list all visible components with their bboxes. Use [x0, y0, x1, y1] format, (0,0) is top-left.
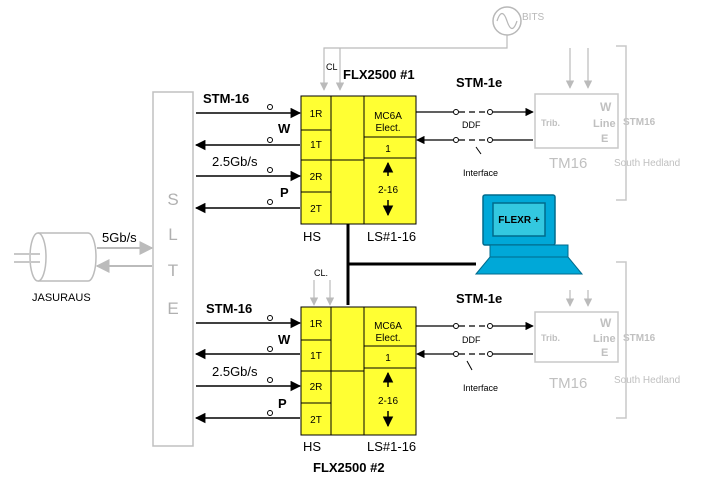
flx1-cl-label: CL — [326, 62, 338, 72]
mc6a-elect-label: Elect. — [375, 123, 400, 134]
flx2-trib-links: STM-1e DDF Interface — [416, 291, 534, 393]
flx2-hs-links: STM-16 W 2.5Gb/s P — [194, 301, 302, 424]
tm2-line-label: Line — [593, 333, 616, 345]
tm2-stm16-label: STM16 — [623, 333, 656, 344]
slte-letter-t: T — [168, 261, 178, 280]
tm2-location: South Hedland — [614, 375, 680, 386]
flx1-w-label: W — [278, 121, 291, 136]
flx1-ls-label: LS#1-16 — [367, 229, 416, 244]
tm2-trib-label: Trib. — [541, 333, 560, 343]
port-2t: 2T — [310, 415, 322, 426]
mc-channel-range: 2-16 — [378, 185, 398, 196]
port-1t: 1T — [310, 351, 322, 362]
flx1-trib-links: STM-1e DDF Interface — [416, 75, 534, 178]
flx1-ddf-label: DDF — [462, 120, 481, 130]
mc6a-elect-label: Elect. — [375, 333, 400, 344]
flexr-terminal: FLEXR + — [474, 194, 584, 275]
flx2500-unit-1: FLX2500 #1 CL 1R 1T 2R 2T MC6A Elect. 1 … — [300, 62, 417, 244]
tm1-location: South Hedland — [614, 158, 680, 169]
tm2-w-label: W — [600, 316, 612, 330]
mc6a-label: MC6A — [374, 321, 402, 332]
slte-letter-l: L — [168, 225, 177, 244]
flx2-stm16-label: STM-16 — [206, 301, 252, 316]
flx2-w-label: W — [278, 332, 291, 347]
jasuraus-cable: JASURAUS 5Gb/s — [14, 230, 154, 304]
cable-rate-label: 5Gb/s — [102, 230, 137, 245]
tm1-trib-label: Trib. — [541, 118, 560, 128]
flx2-title: FLX2500 #2 — [313, 460, 385, 475]
flx2-hs-label: HS — [303, 439, 321, 454]
bits-clock-source: BITS — [319, 6, 593, 91]
flx2500-unit-2: CL. 1R 1T 2R 2T MC6A Elect. 1 2-16 HS LS… — [300, 268, 417, 475]
mc-channel-1: 1 — [385, 353, 391, 364]
tm1-title: TM16 — [549, 155, 587, 172]
tm1-stm16-label: STM16 — [623, 117, 656, 128]
flx1-p-label: P — [280, 185, 289, 200]
flx1-stm1e-label: STM-1e — [456, 75, 502, 90]
tm16-unit-2: W Trib. Line E STM16 TM16 South Hedland — [534, 261, 680, 419]
flx2-ddf-label: DDF — [462, 335, 481, 345]
flx1-stm16-label: STM-16 — [203, 91, 249, 106]
port-2r: 2R — [310, 382, 323, 393]
port-1r: 1R — [310, 319, 323, 330]
port-2r: 2R — [310, 172, 323, 183]
port-2t: 2T — [310, 204, 322, 215]
tm2-e-label: E — [601, 347, 608, 359]
slte-box: S L T E — [152, 91, 194, 447]
slte-letter-s: S — [167, 190, 178, 209]
tm1-e-label: E — [601, 133, 608, 145]
flx2-rate-label: 2.5Gb/s — [212, 364, 258, 379]
tm1-w-label: W — [600, 100, 612, 114]
flx2-interface-label: Interface — [463, 383, 498, 393]
slte-letter-e: E — [167, 299, 178, 318]
bits-label: BITS — [522, 12, 545, 23]
flx1-hs-links: STM-16 W 2.5Gb/s P — [194, 91, 302, 214]
flx1-title: FLX2500 #1 — [343, 67, 415, 82]
flx2-cl-label: CL. — [314, 268, 328, 278]
tm1-line-label: Line — [593, 118, 616, 130]
mc6a-label: MC6A — [374, 111, 402, 122]
flx2-ls-label: LS#1-16 — [367, 439, 416, 454]
mc-channel-range: 2-16 — [378, 396, 398, 407]
port-1t: 1T — [310, 140, 322, 151]
flx1-hs-label: HS — [303, 229, 321, 244]
flx2-p-label: P — [278, 396, 287, 411]
flx1-rate-label: 2.5Gb/s — [212, 154, 258, 169]
flx2-stm1e-label: STM-1e — [456, 291, 502, 306]
jasuraus-label: JASURAUS — [32, 292, 91, 304]
flx1-interface-label: Interface — [463, 168, 498, 178]
tm16-unit-1: W Trib. Line E STM16 TM16 South Hedland — [534, 45, 680, 201]
mc-channel-1: 1 — [385, 144, 391, 155]
tm2-title: TM16 — [549, 375, 587, 392]
flexr-label: FLEXR + — [498, 215, 540, 226]
port-1r: 1R — [310, 109, 323, 120]
